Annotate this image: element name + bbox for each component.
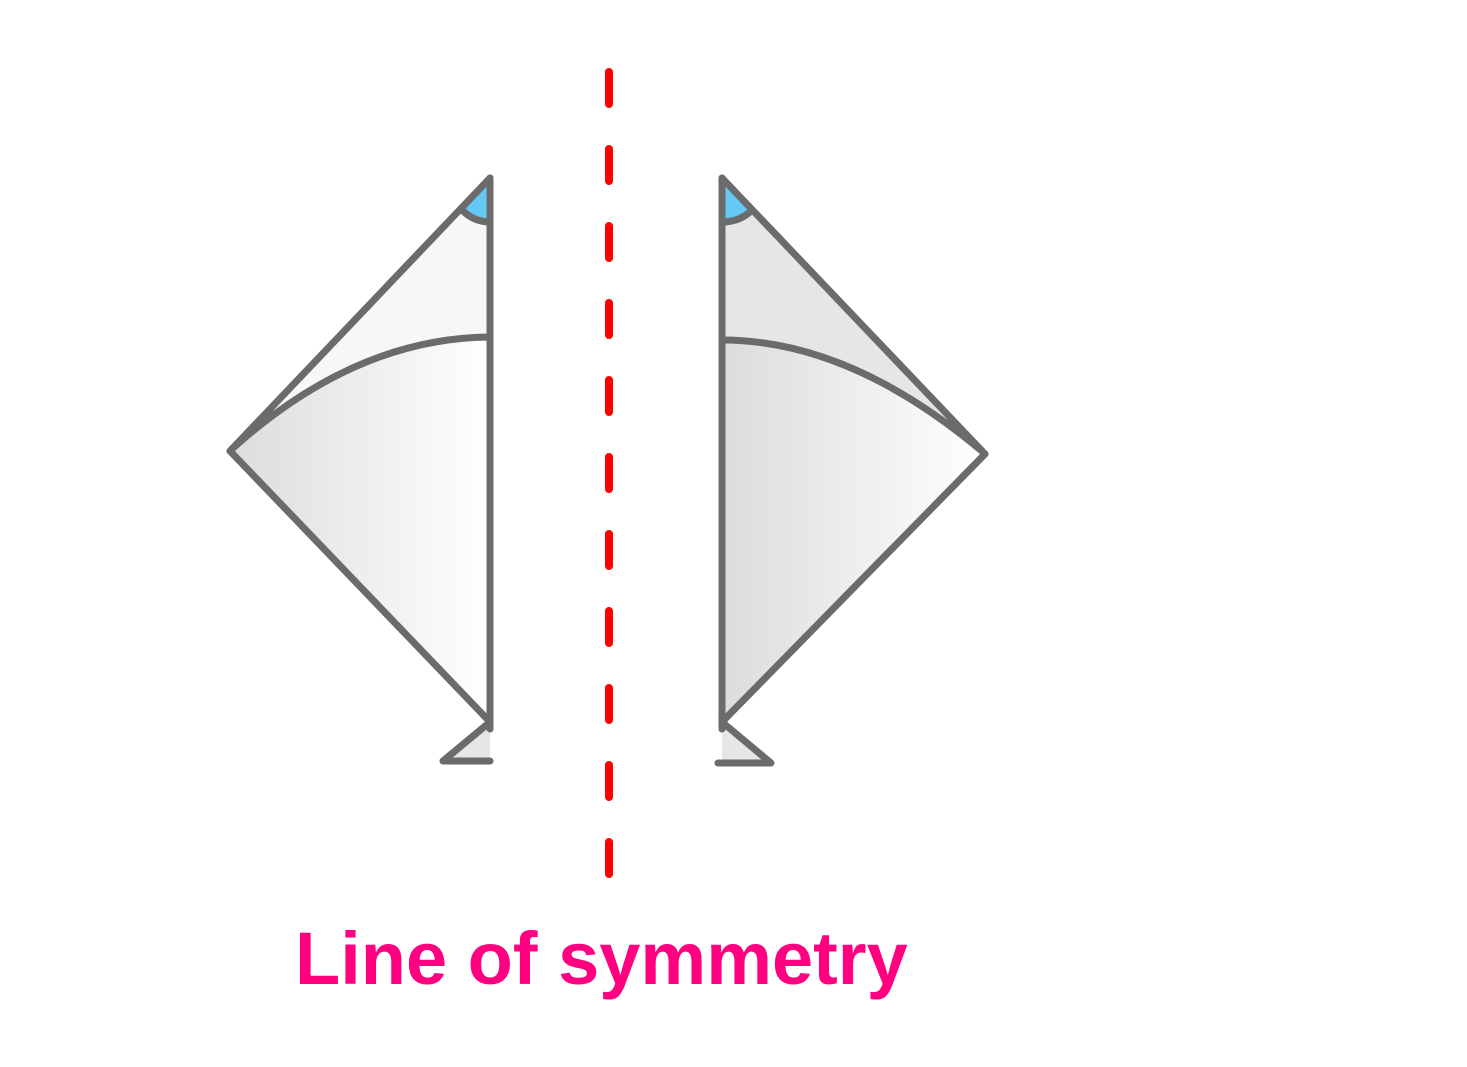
right-arc (718, 336, 987, 456)
right-tail-outline (714, 718, 775, 767)
right-lower-panel (722, 340, 985, 727)
left-kite-half (226, 174, 494, 765)
right-top-edge (718, 174, 989, 458)
left-top-edge (226, 174, 494, 455)
right-kite-half (714, 174, 989, 767)
left-tail-outline (439, 718, 494, 765)
right-angle-arc (718, 206, 756, 226)
left-bottom-edge (226, 447, 494, 726)
left-angle-arc (458, 206, 494, 226)
right-bottom-edge (718, 450, 989, 726)
left-arc (228, 333, 494, 453)
caption-line-of-symmetry: Line of symmetry (295, 917, 908, 1000)
left-lower-panel (230, 337, 490, 727)
